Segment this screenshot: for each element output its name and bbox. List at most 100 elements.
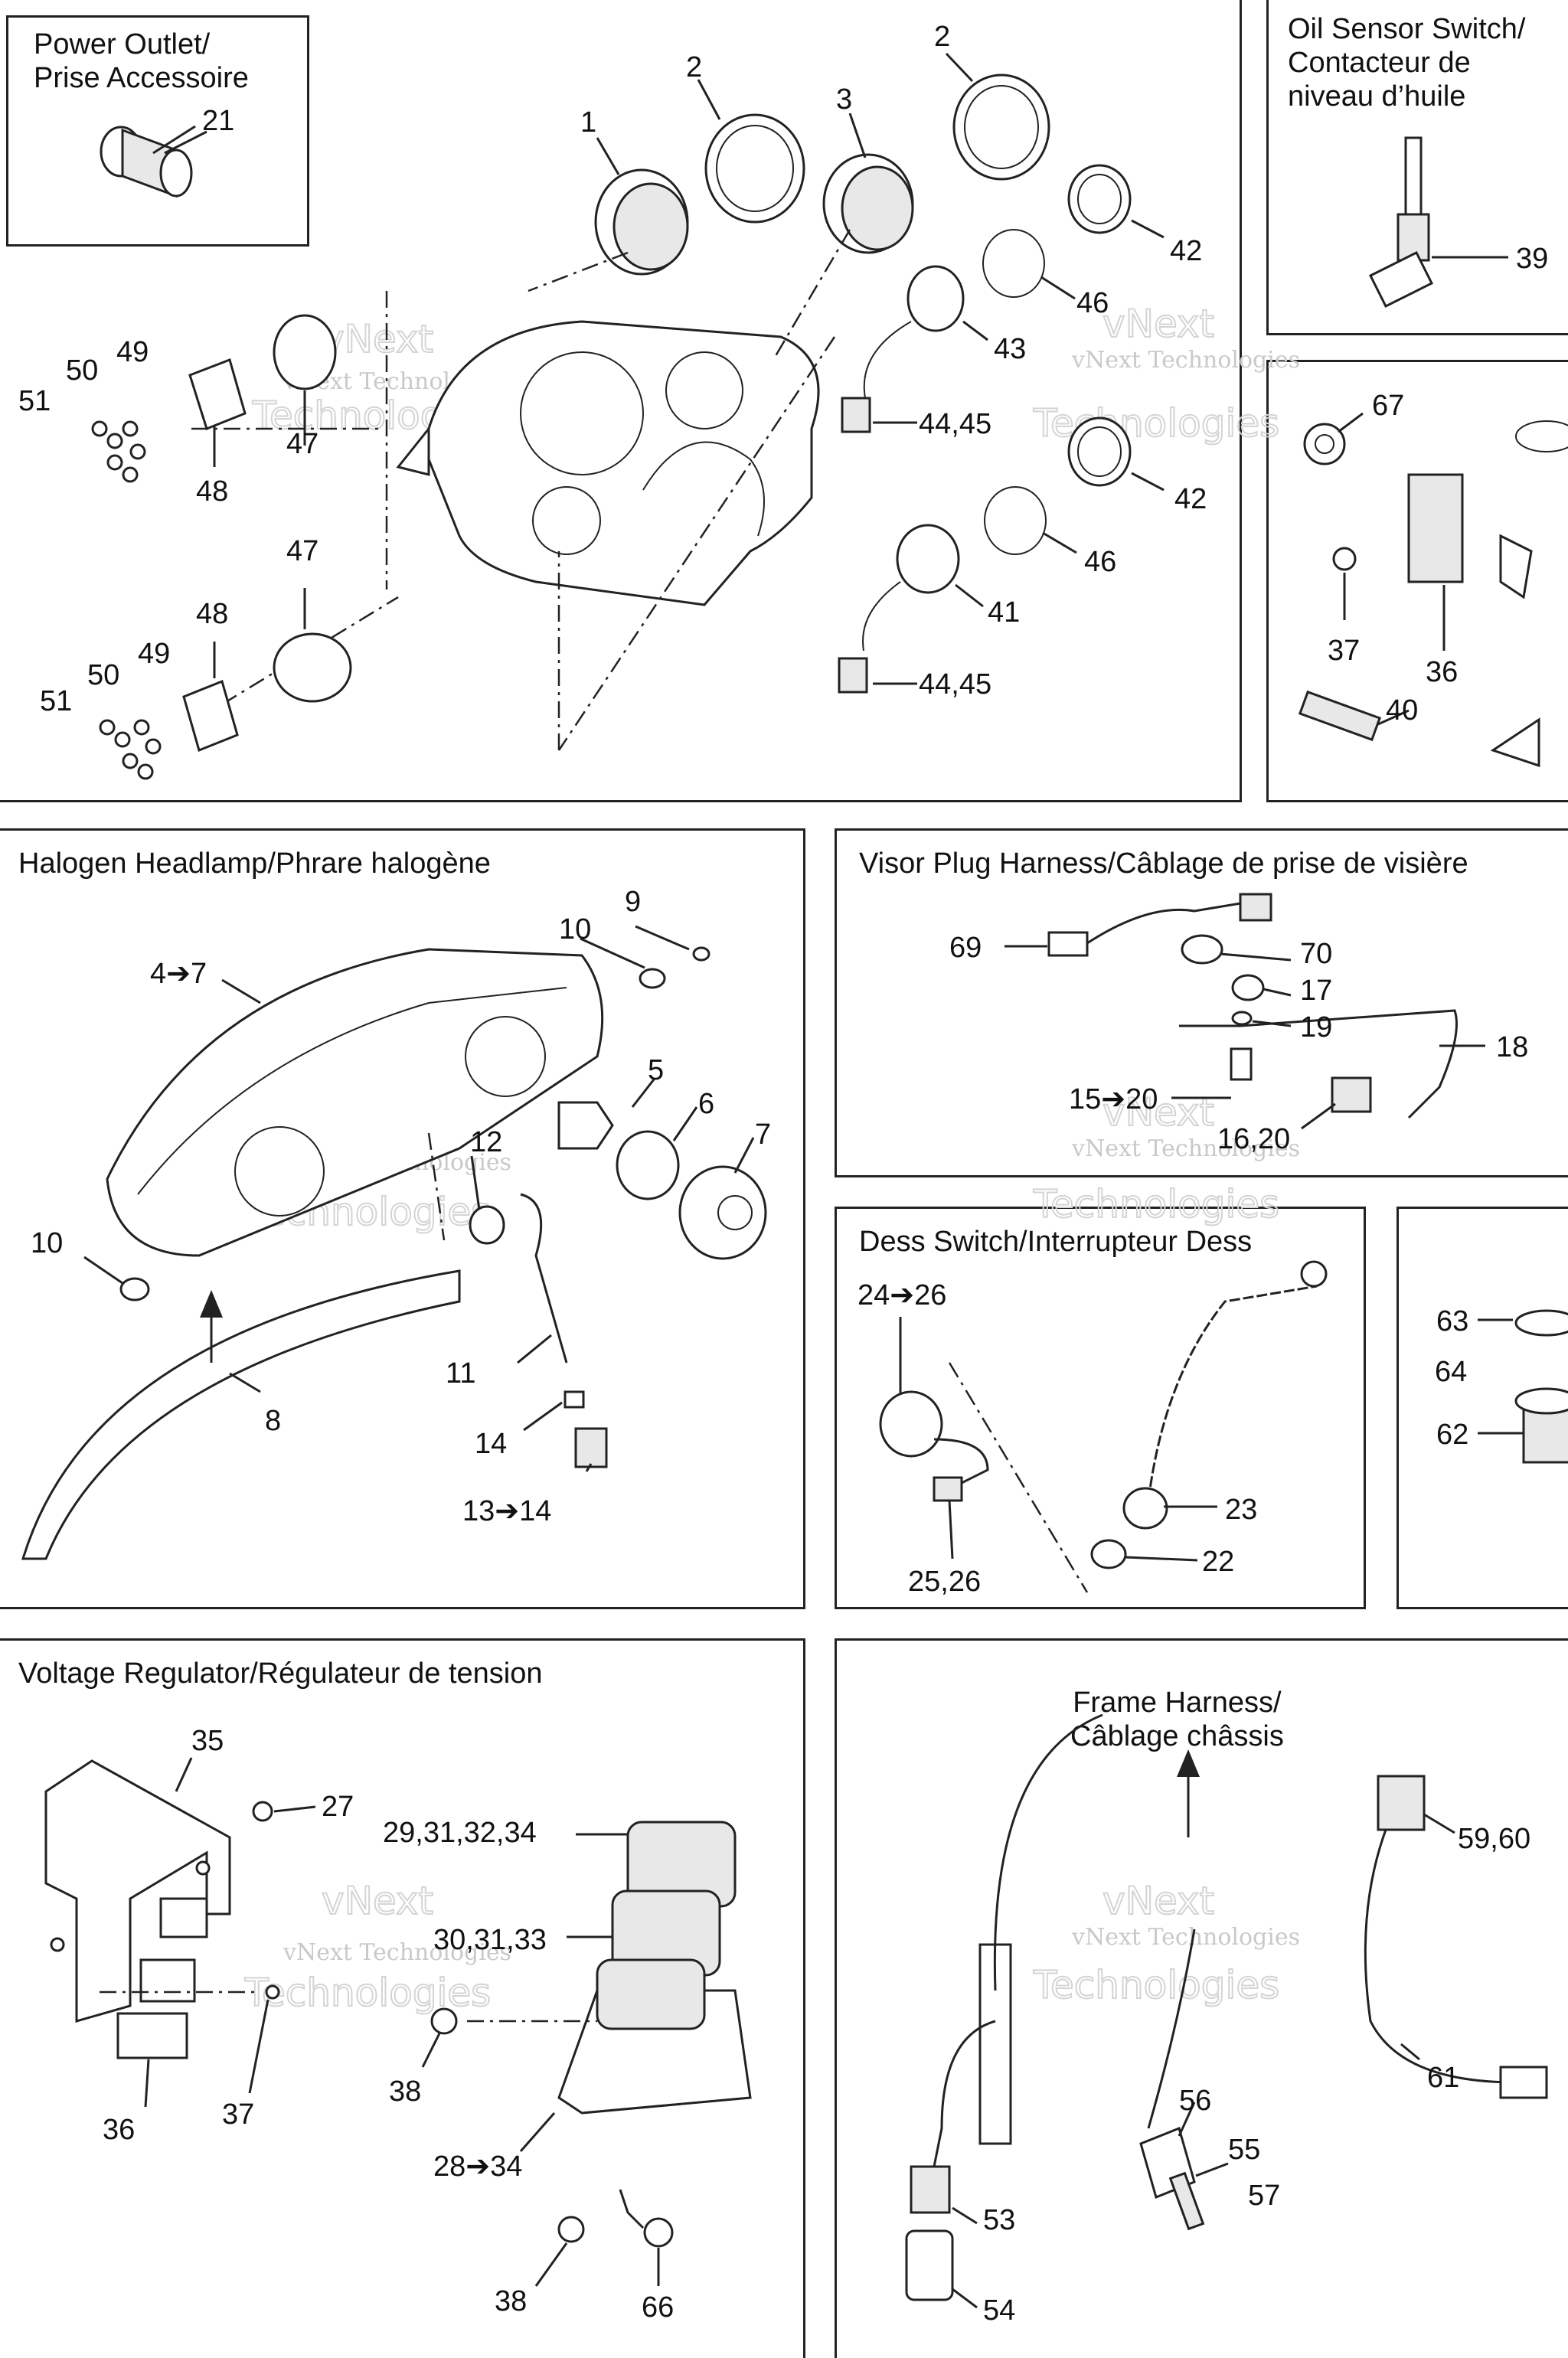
watermark-text: vNext Technologies [1071, 1924, 1300, 1951]
callout-61: 61 [1427, 2062, 1459, 2094]
filler-neck-part [1514, 1309, 1568, 1464]
callout-3: 3 [836, 83, 852, 116]
callout-13-14: 13➔14 [462, 1495, 551, 1527]
callout-66: 66 [642, 2291, 674, 2324]
watermark-text: vNext [322, 1879, 433, 1923]
callout-56: 56 [1179, 2085, 1211, 2117]
callout-28-34: 28➔34 [433, 2151, 522, 2183]
callout-22: 22 [1202, 1546, 1234, 1578]
callout-11: 11 [446, 1357, 475, 1390]
callout-57: 57 [1248, 2180, 1280, 2212]
regulator-title: Voltage Regulator/Régulateur de tension [18, 1657, 543, 1690]
callout-50: 50 [87, 659, 119, 691]
callout-6: 6 [698, 1088, 714, 1120]
callout-44-45: 44,45 [919, 408, 991, 440]
callout-59-60: 59,60 [1458, 1823, 1530, 1855]
watermark-text: vNext [322, 317, 433, 361]
callout-50: 50 [66, 354, 98, 387]
callout-62: 62 [1436, 1419, 1468, 1451]
callout-15-20: 15➔20 [1069, 1083, 1158, 1115]
visor-title: Visor Plug Harness/Câblage de prise de v… [859, 848, 1468, 880]
callout-67: 67 [1372, 390, 1404, 422]
watermark-text: vNext Technologies [1071, 347, 1300, 374]
callout-2: 2 [686, 51, 702, 83]
callout-64: 64 [1435, 1356, 1467, 1388]
watermark-text: Technologies [1033, 1963, 1279, 2007]
callout-23: 23 [1225, 1494, 1257, 1526]
callout-10: 10 [31, 1227, 63, 1259]
headlamp-title: Halogen Headlamp/Phrare halogène [18, 848, 491, 880]
callout-17: 17 [1300, 975, 1332, 1007]
headlamp-part [21, 946, 767, 1560]
callout-25-26: 25,26 [908, 1566, 981, 1598]
panel-frame [835, 1638, 1568, 2358]
callout-42: 42 [1170, 235, 1202, 267]
oil-sensor-hardware [1298, 420, 1568, 768]
frame-title: Frame Harness/ Câblage châssis [1070, 1687, 1284, 1752]
watermark-text: Technologies [244, 1971, 491, 2015]
callout-43: 43 [994, 333, 1026, 365]
callout-39: 39 [1516, 243, 1548, 275]
callout-46: 46 [1084, 546, 1116, 578]
callout-41: 41 [988, 596, 1020, 629]
callout-51: 51 [40, 685, 72, 717]
callout-27: 27 [322, 1791, 354, 1823]
leader-lines [83, 52, 1524, 2309]
gasket-clip-set [91, 314, 352, 780]
oil-sensor-title: Oil Sensor Switch/ Contacteur de niveau … [1288, 13, 1526, 113]
callout-46: 46 [1076, 287, 1109, 319]
callout-55: 55 [1228, 2134, 1260, 2166]
callout-16-20: 16,20 [1217, 1123, 1290, 1155]
callout-36: 36 [103, 2114, 135, 2146]
panel-power-outlet [6, 15, 309, 247]
callout-38: 38 [495, 2285, 527, 2317]
callout-2: 2 [934, 21, 950, 53]
callout-24-26: 24➔26 [858, 1279, 946, 1311]
watermark-text: vNext [1102, 1879, 1214, 1923]
callout-36: 36 [1426, 656, 1458, 688]
callout-29-31-32-34: 29,31,32,34 [383, 1817, 537, 1849]
callout-54: 54 [983, 2294, 1015, 2327]
callout-47: 47 [286, 428, 318, 460]
power-outlet-part [100, 126, 207, 198]
watermark-text: vNext Technologies [283, 1939, 511, 1966]
visor-harness-part [1047, 893, 1458, 1119]
watermark-text: Technologies [1033, 1182, 1279, 1226]
callout-53: 53 [983, 2204, 1015, 2236]
callout-18: 18 [1496, 1031, 1528, 1063]
callout-9: 9 [625, 886, 641, 918]
callout-10: 10 [559, 913, 591, 945]
callout-38: 38 [389, 2075, 421, 2108]
callout-8: 8 [265, 1405, 281, 1437]
callout-12: 12 [470, 1126, 502, 1158]
callout-48: 48 [196, 475, 228, 508]
callout-49: 49 [116, 336, 149, 368]
callout-42: 42 [1174, 483, 1207, 515]
callout-21: 21 [202, 105, 234, 137]
gauge-rings [594, 73, 1132, 694]
callout-4-7: 4➔7 [150, 958, 207, 990]
callout-1: 1 [580, 106, 596, 139]
callout-69: 69 [949, 932, 982, 964]
callout-47: 47 [286, 535, 318, 567]
power-outlet-title: Power Outlet/ Prise Accessoire [34, 28, 249, 94]
callout-51: 51 [18, 385, 51, 417]
callout-35: 35 [191, 1725, 224, 1757]
instrument-cluster-housing [396, 320, 820, 606]
callout-19: 19 [1300, 1011, 1332, 1043]
dess-switch-part [879, 1260, 1328, 1593]
callout-30-31-33: 30,31,33 [433, 1924, 547, 1956]
callout-7: 7 [755, 1119, 771, 1151]
dess-title: Dess Switch/Interrupteur Dess [859, 1226, 1253, 1258]
voltage-regulator-part [44, 1759, 752, 2248]
callout-14: 14 [475, 1428, 507, 1460]
frame-harness-part [905, 1713, 1548, 2301]
callout-44-45: 44,45 [919, 668, 991, 701]
oil-sensor-part [1368, 136, 1462, 309]
callout-40: 40 [1386, 694, 1418, 727]
callout-5: 5 [648, 1054, 664, 1086]
callout-numbers: 21 1 2 3 2 42 46 43 44,45 42 46 41 44,45… [18, 21, 1548, 2327]
callout-49: 49 [138, 638, 170, 670]
watermark-text: vNext [1102, 302, 1214, 346]
